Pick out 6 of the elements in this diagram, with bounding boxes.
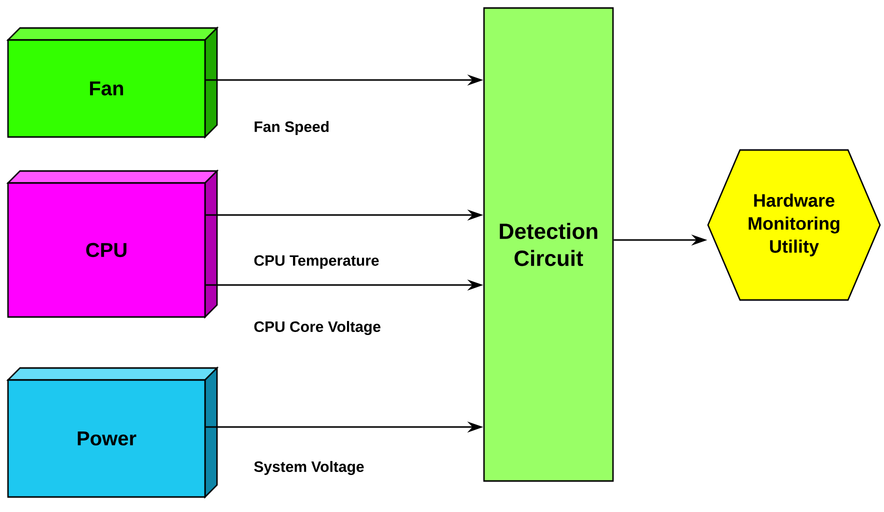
hexagon: Hardware Monitoring Utility bbox=[707, 149, 881, 301]
process-box: Detection Circuit bbox=[483, 7, 614, 482]
edge-label: Fan Speed bbox=[254, 121, 329, 135]
edge-label: System Voltage bbox=[254, 460, 364, 476]
edge-label: CPU Temperature bbox=[254, 255, 379, 269]
edge-label: CPU Core Voltage bbox=[254, 320, 380, 336]
